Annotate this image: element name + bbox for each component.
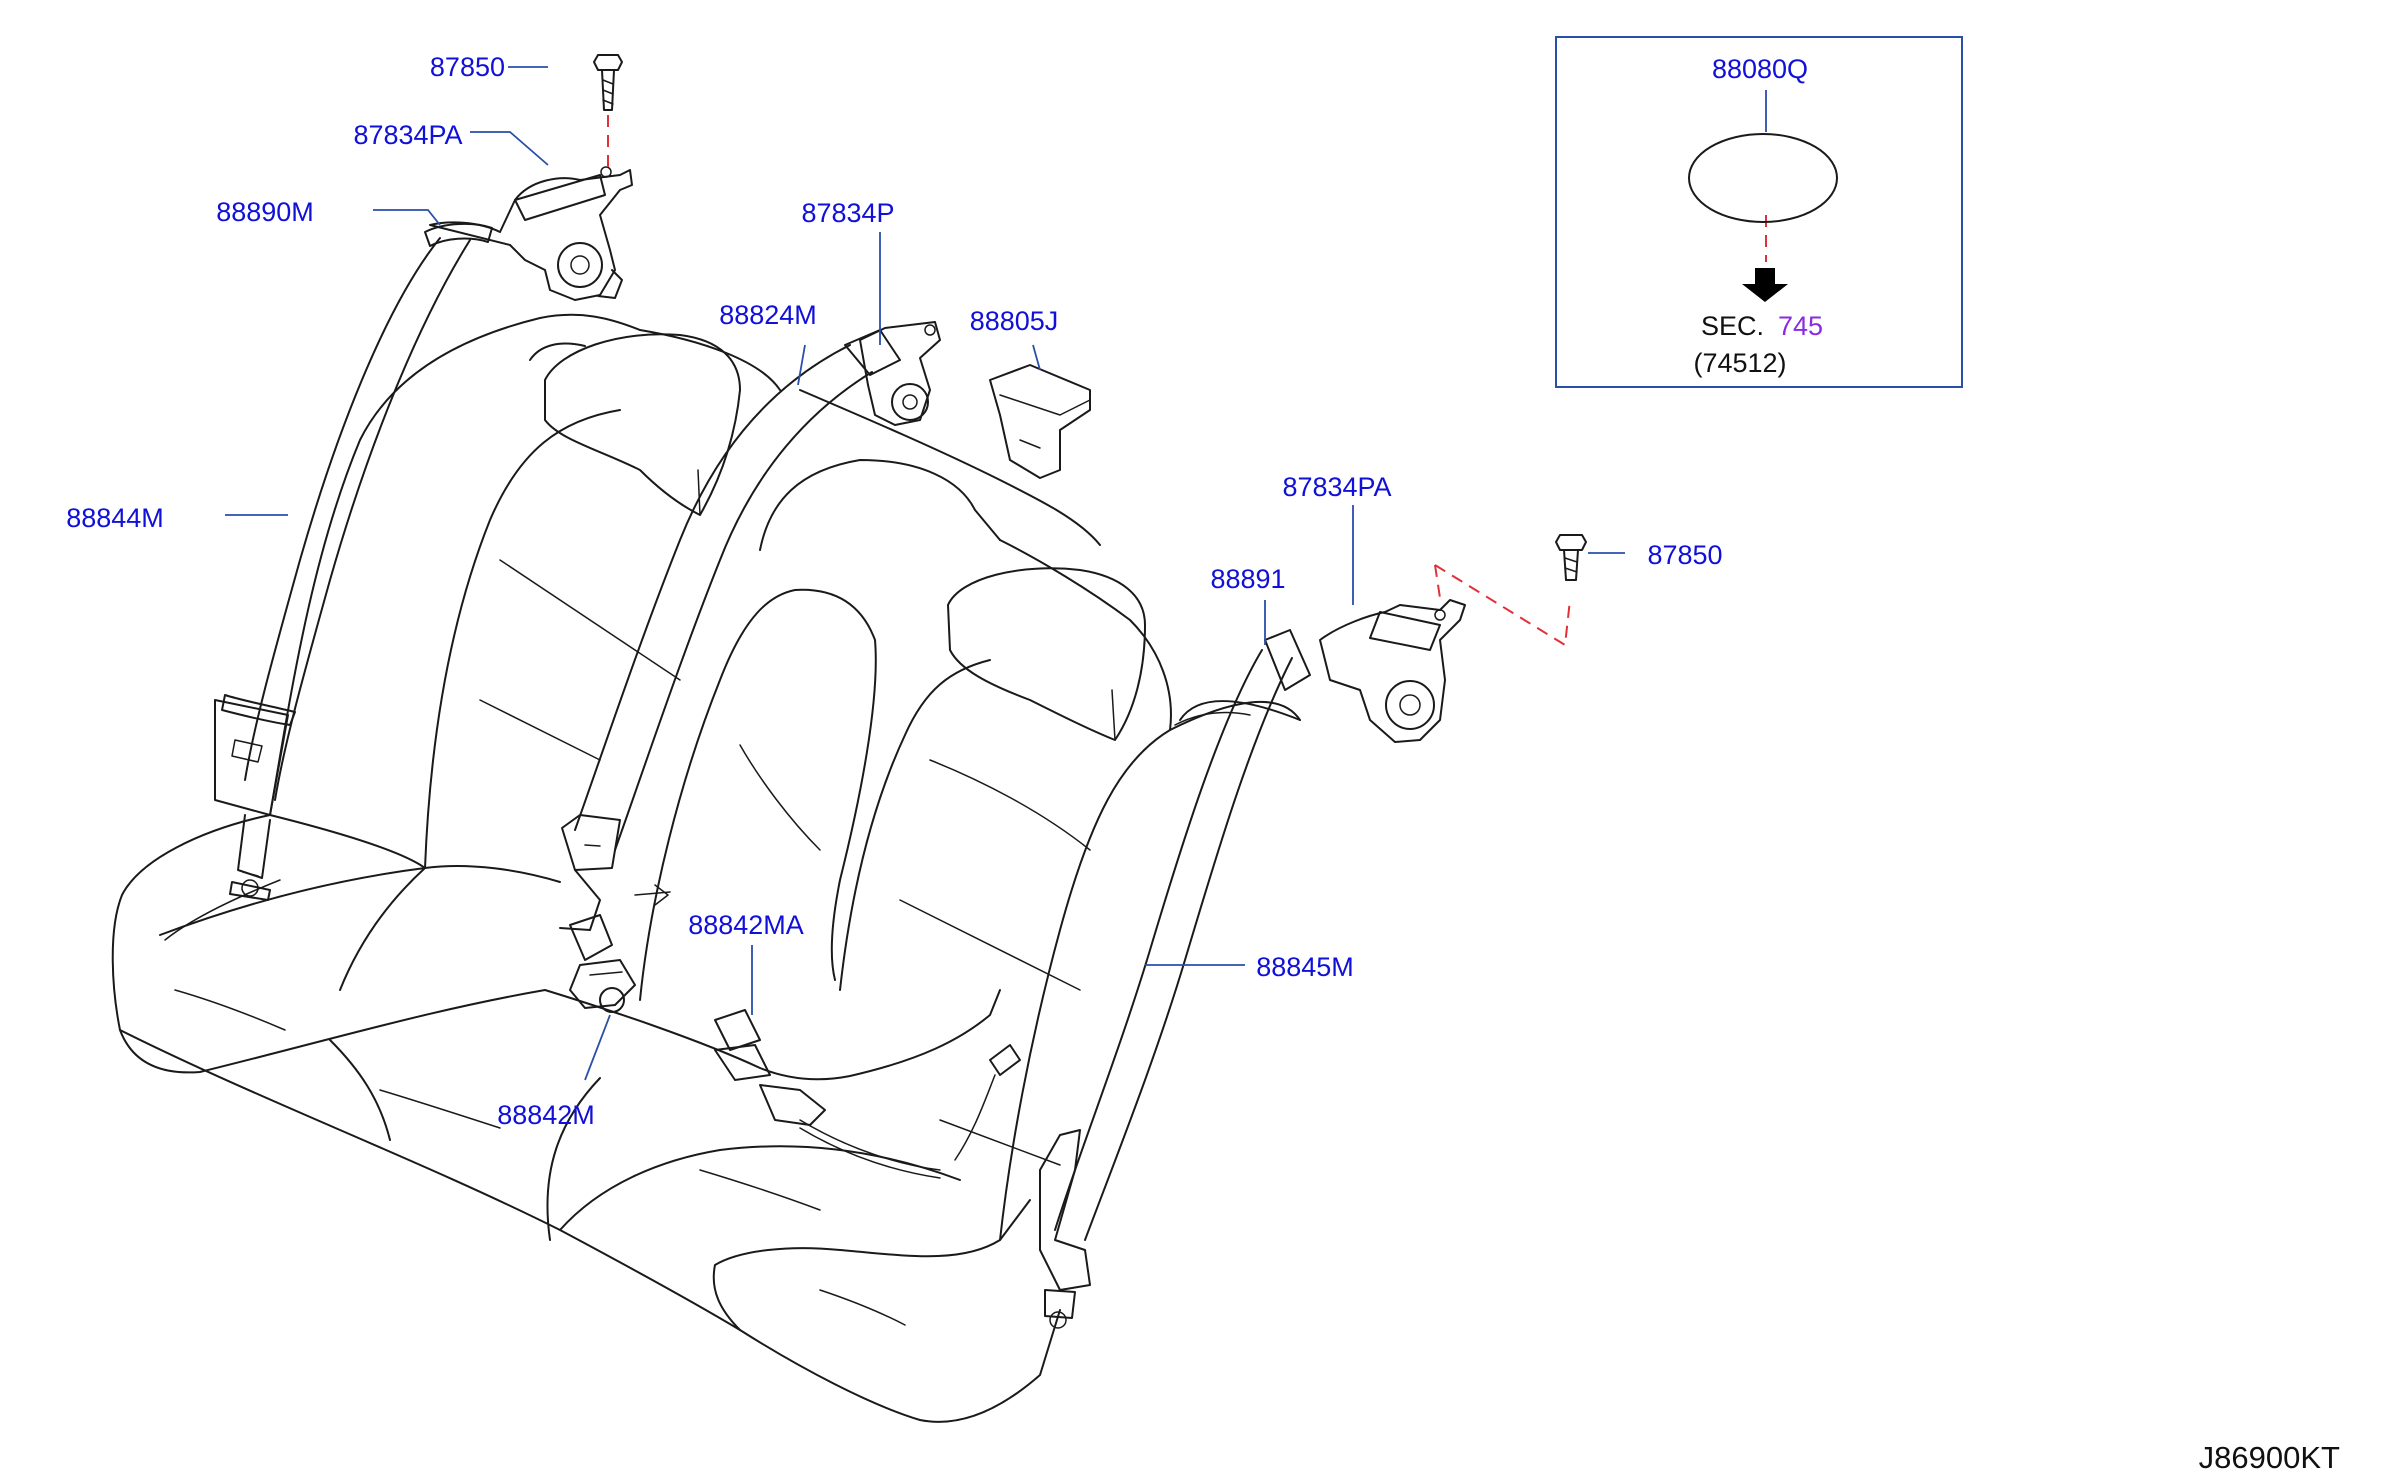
label-87850-right: 87850 [1647, 540, 1722, 570]
callout-labels: 87850 87834PA 88890M 88844M 87834P 88824… [66, 52, 1722, 1130]
label-87834P: 87834P [801, 198, 894, 228]
label-88842M: 88842M [497, 1100, 595, 1130]
seat-belt-assembly-center [559, 329, 901, 931]
label-88824M: 88824M [719, 300, 817, 330]
buckle-88842M [569, 884, 671, 1013]
retractor-upper-right [1319, 599, 1466, 743]
reference-inset: 88080Q SEC. 745 (74512) [1555, 36, 1963, 388]
label-88805J: 88805J [970, 306, 1059, 336]
section-sub-reference: (74512) [1693, 348, 1786, 378]
label-88890M: 88890M [216, 197, 314, 227]
rear-package-shelf [1174, 700, 1301, 726]
label-88845M: 88845M [1256, 952, 1354, 982]
bolt-87850-right [1555, 534, 1587, 581]
section-number: 745 [1778, 311, 1823, 341]
headrest-right [947, 567, 1146, 741]
section-reference: SEC. 745 [1701, 311, 1823, 341]
belt-cover-88805J [989, 364, 1091, 479]
belt-guide-88890M [424, 222, 493, 247]
label-88844M: 88844M [66, 503, 164, 533]
rear-seat-backrest-center [639, 329, 1101, 1001]
label-88080Q: 88080Q [1712, 54, 1808, 84]
label-88842MA: 88842MA [688, 910, 804, 940]
label-87834PA-left: 87834PA [353, 120, 462, 150]
retractor-center [859, 321, 941, 426]
seat-belt-assembly-outer-right [1039, 629, 1311, 1329]
buckle-88842MA [714, 1009, 1021, 1179]
diagram-code: J86900KT [2199, 1440, 2340, 1475]
rear-seat-cushion [111, 814, 1061, 1423]
rear-seat-backrest-left [269, 313, 681, 869]
bolt-87850-top [593, 54, 623, 111]
leader-lines [225, 66, 1767, 1081]
label-87834PA-right: 87834PA [1282, 472, 1391, 502]
seat-belt-assembly-outer-left [214, 237, 471, 901]
label-88891: 88891 [1210, 564, 1285, 594]
label-87850-top: 87850 [430, 52, 505, 82]
installation-lines [607, 115, 1767, 647]
section-prefix: SEC. [1701, 311, 1764, 341]
retractor-upper-left [429, 166, 633, 301]
arrow-down-icon [1742, 268, 1788, 302]
rear-seat-backrest-right [839, 539, 1301, 1241]
label-sticker-88080Q [1688, 133, 1838, 223]
